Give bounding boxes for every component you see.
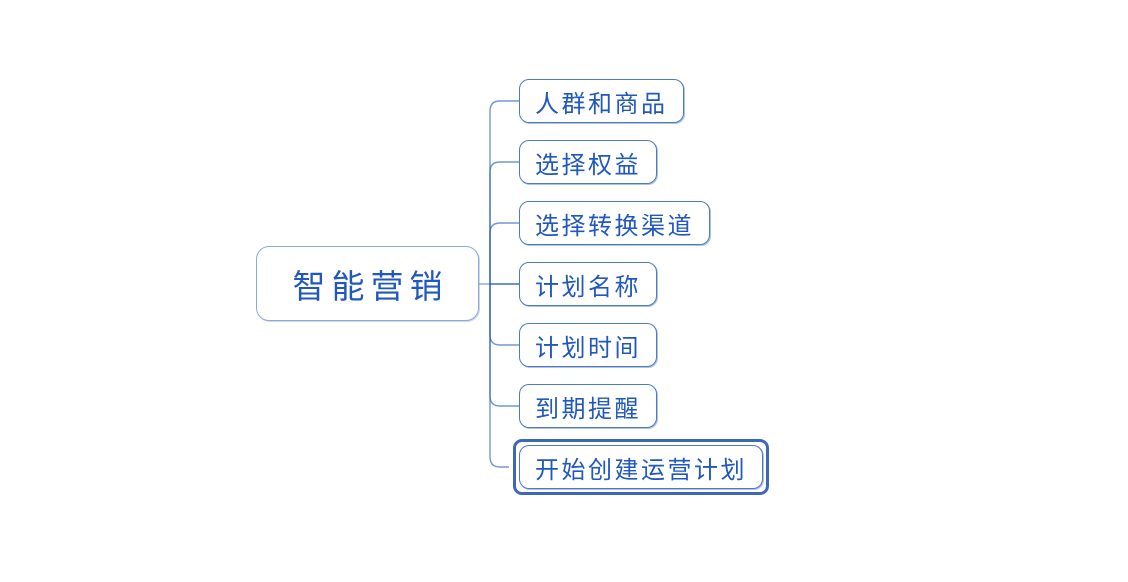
topic-node-6[interactable]: 到期提醒 <box>519 384 657 428</box>
topic-node-4[interactable]: 计划名称 <box>519 262 657 306</box>
topic-label: 到期提醒 <box>535 396 641 423</box>
branch-connector-5 <box>489 284 519 346</box>
topic-label: 选择转换渠道 <box>535 213 694 240</box>
root-topic-node[interactable]: 智能营销 <box>256 246 479 321</box>
topic-node-1[interactable]: 人群和商品 <box>519 79 684 123</box>
branch-connector-2 <box>489 161 519 284</box>
topic-label: 计划时间 <box>535 335 641 362</box>
branch-connector-3 <box>489 222 519 284</box>
topic-label: 计划名称 <box>535 274 641 301</box>
topic-node-3[interactable]: 选择转换渠道 <box>519 201 710 245</box>
branch-connector-7 <box>489 284 509 468</box>
topic-node-2[interactable]: 选择权益 <box>519 140 657 184</box>
root-topic-label: 智能营销 <box>292 269 449 306</box>
topic-label: 人群和商品 <box>535 91 668 118</box>
branch-connector-1 <box>489 100 519 284</box>
topic-label: 选择权益 <box>535 152 641 179</box>
topic-node-selected[interactable]: 开始创建运营计划 <box>513 439 769 495</box>
topic-label: 开始创建运营计划 <box>535 457 747 484</box>
topic-node-5[interactable]: 计划时间 <box>519 323 657 367</box>
